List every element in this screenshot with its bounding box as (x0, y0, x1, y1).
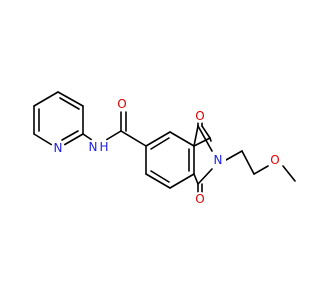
methoxyethyl-chain (225, 150, 296, 182)
benzene-ring (145, 131, 195, 189)
atom-labels: N N H O O N O O (51, 97, 282, 206)
atom-h-amide-label: H (99, 140, 108, 154)
bond (282, 165, 296, 182)
bond (33, 133, 53, 146)
amide-linker (82, 111, 147, 147)
atom-o-amide: O (115, 97, 129, 111)
bond (105, 130, 122, 141)
atom-background (51, 141, 65, 155)
pyridine-ring (33, 91, 84, 146)
bond (193, 173, 199, 185)
atom-n-pyridine-label: N (54, 141, 63, 155)
bond (145, 173, 171, 189)
atom-background (193, 192, 207, 206)
atom-background (268, 153, 282, 167)
bond (193, 137, 211, 147)
atom-n-imide: N (210, 152, 226, 168)
bond (82, 133, 93, 141)
bond (120, 130, 147, 147)
atom-n-pyridine: N (51, 141, 65, 155)
atom-o-imide-top: O (193, 109, 207, 123)
bond (63, 133, 84, 146)
bond (253, 165, 269, 175)
atom-o-imide-bottom: O (193, 192, 207, 206)
molecule-structure-diagram: N N H O O N O O (33, 91, 296, 206)
bond (33, 91, 59, 107)
bond (145, 131, 171, 147)
atom-background (115, 97, 129, 111)
bond (61, 130, 79, 141)
bond (197, 125, 213, 152)
bond (193, 125, 199, 147)
bond (150, 170, 170, 183)
atom-n-amide-label: N (89, 140, 98, 154)
bond (197, 168, 213, 185)
imide-ring (193, 120, 213, 193)
bond (59, 97, 80, 110)
bond (150, 137, 170, 150)
atom-background (193, 109, 207, 123)
bond (225, 150, 243, 161)
bond (169, 131, 195, 147)
atom-o-ether: O (268, 153, 282, 167)
bond (169, 173, 195, 189)
atom-o-imide-bottom-label: O (195, 192, 204, 206)
atom-background (90, 136, 108, 154)
atom-o-amide-label: O (117, 97, 126, 111)
atom-o-ether-label: O (270, 153, 279, 167)
bond (57, 91, 84, 107)
atom-nh-amide: N H (89, 136, 109, 154)
bond (241, 150, 255, 175)
atom-n-imide-label: N (214, 153, 223, 167)
atom-background (210, 152, 226, 168)
bond (201, 125, 211, 139)
atom-o-imide-top-label: O (195, 109, 204, 123)
